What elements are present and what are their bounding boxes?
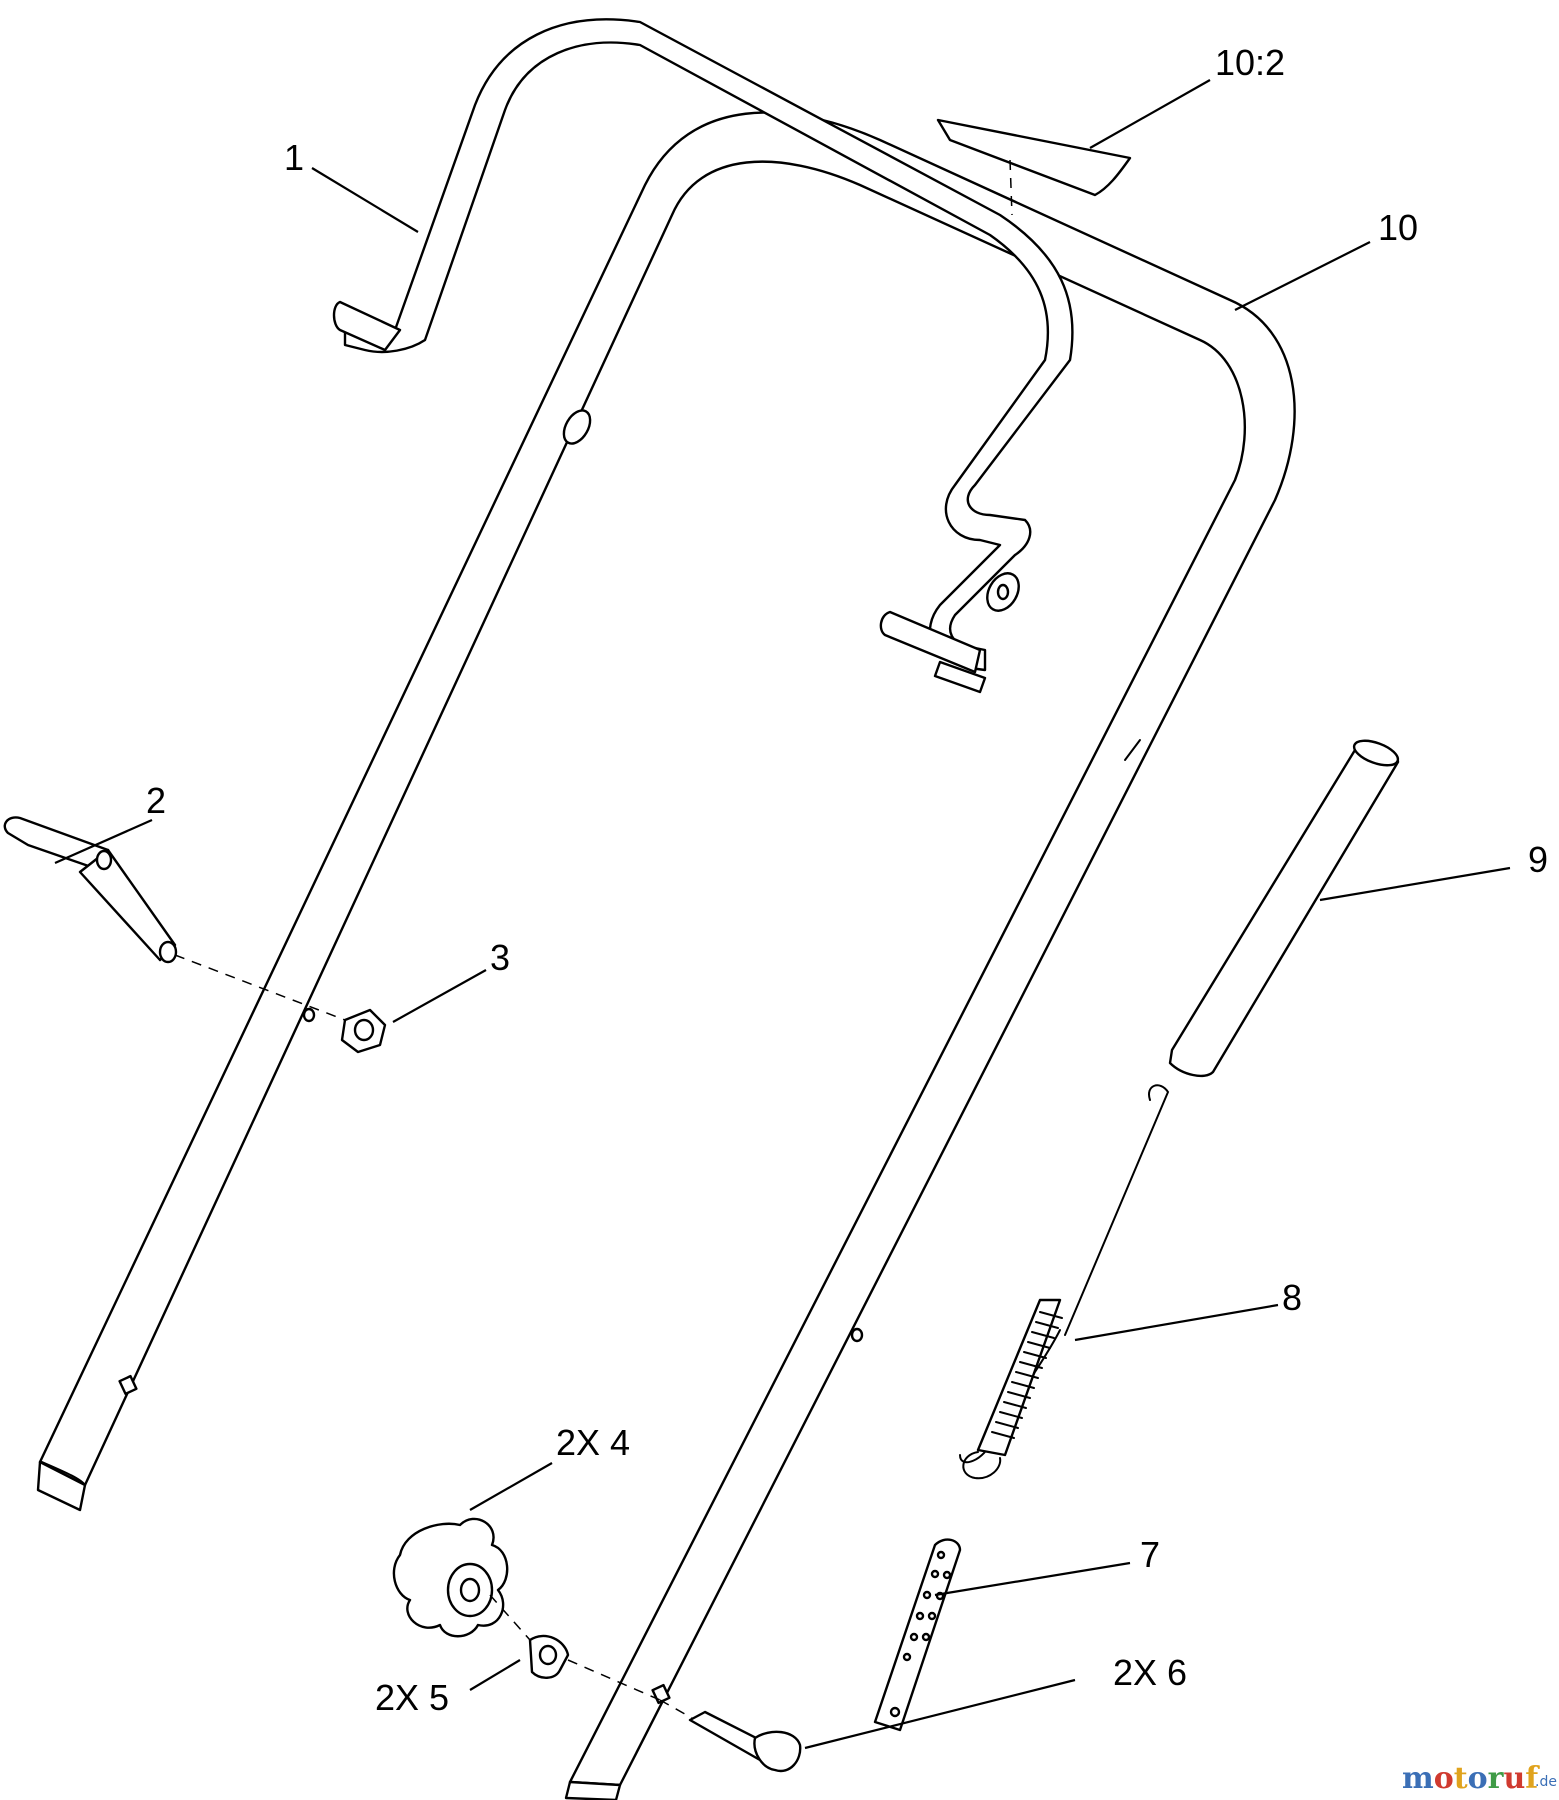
svg-text:motoruf: motoruf bbox=[1402, 1761, 1540, 1796]
logo-letter-t: t bbox=[1454, 1761, 1468, 1796]
callout-5: 2X 5 bbox=[375, 1677, 449, 1718]
part-5-washer bbox=[489, 1594, 661, 1701]
callout-7: 7 bbox=[1140, 1534, 1160, 1575]
logo-letter-r: r bbox=[1488, 1761, 1505, 1796]
callout-3: 3 bbox=[490, 937, 510, 978]
logo-letter-o2: o bbox=[1468, 1761, 1488, 1796]
logo-letter-f: f bbox=[1525, 1761, 1540, 1796]
callout-8: 8 bbox=[1282, 1277, 1302, 1318]
logo-suffix: .de bbox=[1535, 1774, 1557, 1790]
logo-letter-m: m bbox=[1402, 1761, 1434, 1796]
leader-lines bbox=[54, 79, 1511, 1750]
part-1-bail bbox=[332, 18, 1074, 694]
part-9-grip bbox=[1168, 739, 1400, 1078]
part-3-nut bbox=[340, 1008, 387, 1054]
part-10-handle bbox=[36, 111, 1296, 1800]
part-6-bolt bbox=[659, 1699, 802, 1773]
logo-letter-o: o bbox=[1434, 1761, 1454, 1796]
callout-10-2: 10:2 bbox=[1215, 42, 1285, 83]
callout-4: 2X 4 bbox=[556, 1422, 630, 1463]
callout-1: 1 bbox=[284, 137, 304, 178]
callout-10: 10 bbox=[1378, 207, 1418, 248]
callout-6: 2X 6 bbox=[1113, 1652, 1187, 1693]
motoruf-logo: motoruf .de bbox=[1402, 1761, 1557, 1796]
callout-2: 2 bbox=[146, 780, 166, 821]
part-7-plate bbox=[873, 1538, 962, 1732]
part-4-knob bbox=[392, 1517, 509, 1638]
part-10-2-decal bbox=[936, 118, 1132, 216]
part-8-spring bbox=[959, 1084, 1170, 1480]
logo-letter-u: u bbox=[1503, 1761, 1525, 1796]
part-2-pin bbox=[3, 816, 346, 1021]
callout-9: 9 bbox=[1528, 839, 1548, 880]
